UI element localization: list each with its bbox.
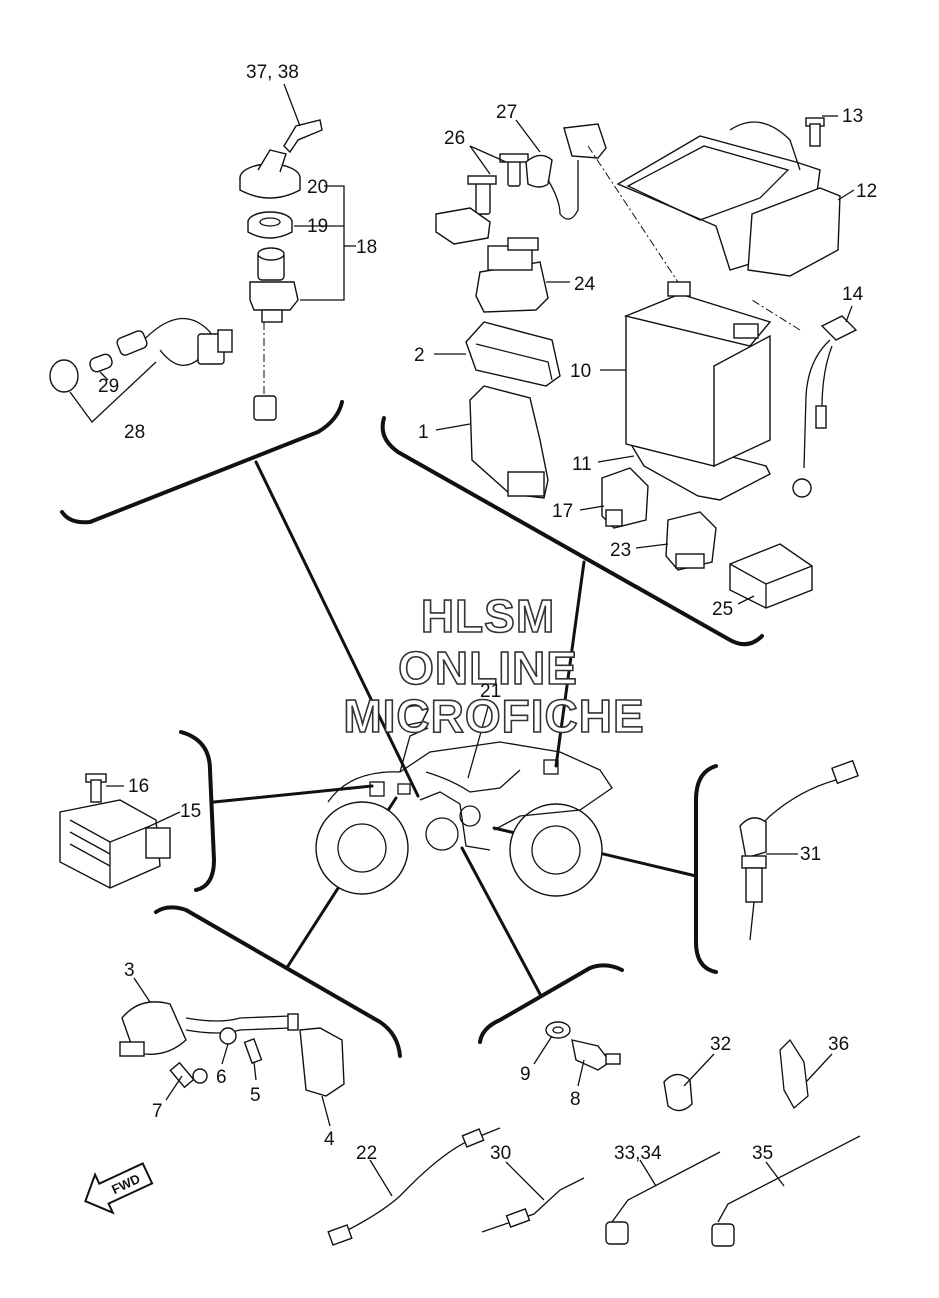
callout-11: 11: [572, 454, 592, 475]
callout-35: 35: [752, 1143, 773, 1164]
rectifier-regulator: [59, 773, 171, 889]
callout-31: 31: [800, 844, 821, 865]
callout-37-38: 37, 38: [246, 62, 299, 83]
callout-24: 24: [574, 274, 596, 295]
cdi-unit: [465, 321, 561, 499]
callout-14: 14: [842, 284, 864, 305]
callout-16: 16: [128, 776, 149, 797]
callout-5: 5: [250, 1085, 261, 1106]
callout-32: 32: [710, 1034, 731, 1055]
main-switch-assembly: [239, 119, 356, 421]
callout-1: 1: [418, 422, 429, 443]
callout-8: 8: [570, 1089, 581, 1110]
callout-33-34: 33,34: [614, 1143, 662, 1164]
callout-labels: 37, 38 20 19 18 29 28 27 26 24 2 1 13 12…: [98, 62, 877, 1164]
leader-lines: [106, 83, 855, 1201]
callout-22: 22: [356, 1143, 377, 1164]
wires-and-ties: [327, 1127, 861, 1247]
key-icon: [283, 119, 323, 154]
clamps: [663, 1038, 809, 1112]
callout-21: 21: [480, 681, 501, 702]
callout-4: 4: [324, 1129, 335, 1150]
callout-23: 23: [610, 540, 631, 561]
callout-26: 26: [444, 128, 465, 149]
callout-30: 30: [490, 1143, 511, 1164]
callout-9: 9: [520, 1064, 531, 1085]
callout-20: 20: [307, 177, 328, 198]
callout-3: 3: [124, 960, 135, 981]
atv-silhouette: [315, 705, 613, 897]
callout-19: 19: [307, 216, 328, 237]
callout-12: 12: [856, 181, 877, 202]
callout-25: 25: [712, 599, 733, 620]
starter-relay-assembly: [435, 123, 607, 313]
callout-28: 28: [124, 422, 145, 443]
lead-wire: [49, 317, 233, 423]
callout-27: 27: [496, 102, 517, 123]
forward-arrow-icon: FWD: [84, 1162, 154, 1215]
callout-15: 15: [180, 801, 201, 822]
callout-2: 2: [414, 345, 425, 366]
temperature-sensor: [739, 759, 859, 941]
callout-13: 13: [842, 106, 863, 127]
callout-6: 6: [216, 1067, 227, 1088]
neutral-switch: [545, 1021, 621, 1071]
watermark-line-3: MICROFICHE: [343, 690, 644, 742]
watermark: HLSM ONLINE MICROFICHE: [343, 589, 645, 743]
battery-holder: [616, 117, 841, 277]
watermark-line-2: ONLINE: [398, 642, 578, 694]
callout-36: 36: [828, 1034, 849, 1055]
negative-lead: [792, 315, 858, 498]
ignition-coil: [119, 1001, 345, 1097]
callout-7: 7: [152, 1101, 163, 1122]
callout-18: 18: [356, 237, 377, 258]
callout-17: 17: [552, 501, 573, 522]
callout-10: 10: [570, 361, 591, 382]
battery: [587, 145, 801, 501]
callout-29: 29: [98, 376, 119, 397]
relays-and-pad: [601, 467, 813, 609]
group-brackets: [60, 400, 764, 1058]
watermark-line-1: HLSM: [421, 590, 555, 642]
